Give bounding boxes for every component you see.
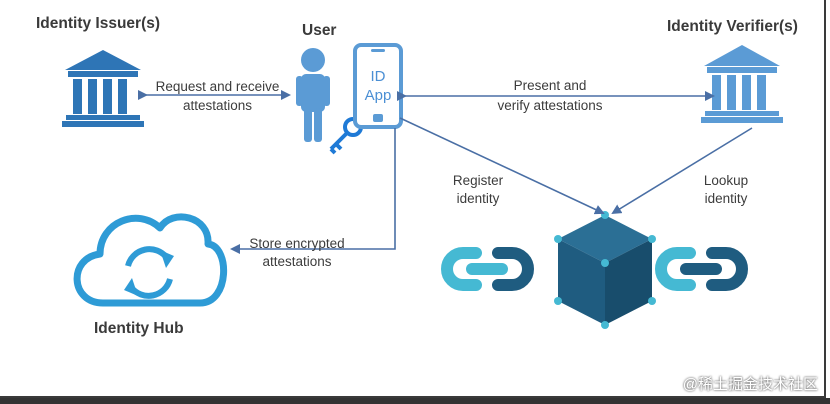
request-label: Request and receive: [145, 78, 290, 96]
register-label-line-2: identity: [456, 191, 500, 206]
hub-title: Identity Hub: [94, 320, 184, 337]
connection-arrows: [138, 90, 753, 254]
verifier-building-icon: [701, 45, 783, 123]
store-label: Store encrypted attestations: [232, 235, 362, 271]
request-label-line-1: Request and receive: [155, 79, 280, 94]
user-title: User: [302, 22, 337, 39]
issuer-title: Identity Issuer(s): [36, 15, 161, 32]
present-label-line-2: verify attestations: [497, 98, 603, 113]
lookup-label-line-2: identity: [704, 191, 748, 206]
present-label-line-1: Present and: [513, 78, 587, 93]
user-person-icon: [296, 48, 330, 142]
arrow-verifier-blockchain: [611, 127, 753, 215]
bottom-border: [0, 398, 830, 404]
lookup-label-line-1: Lookup: [703, 173, 749, 188]
arrow-app-hub: [230, 128, 396, 254]
cloud-hub-icon: [73, 213, 228, 307]
store-label-line-1: Store encrypted: [249, 236, 345, 251]
request-label-line-2: attestations: [182, 98, 253, 113]
app-label-line-1: ID: [370, 68, 386, 85]
register-label: Register identity: [438, 172, 518, 208]
store-label-line-2: attestations: [262, 254, 332, 269]
register-label-line-1: Register: [452, 173, 504, 188]
app-label: ID App: [360, 67, 396, 105]
right-chain-icon: [655, 247, 748, 291]
present-label-2: verify attestations: [470, 97, 630, 115]
left-chain-icon: [441, 247, 534, 291]
request-label-2: attestations: [145, 97, 290, 115]
arrow-app-blockchain: [399, 117, 605, 215]
watermark-text: @稀土掘金技术社区: [682, 376, 818, 393]
id-app-phone-icon: [353, 43, 403, 129]
lookup-label: Lookup identity: [686, 172, 766, 208]
app-label-line-2: App: [364, 87, 392, 104]
present-label: Present and: [470, 77, 630, 95]
blockchain-cube-icon: [554, 211, 656, 329]
issuer-building-icon: [62, 50, 144, 127]
verifier-title: Identity Verifier(s): [667, 18, 798, 35]
